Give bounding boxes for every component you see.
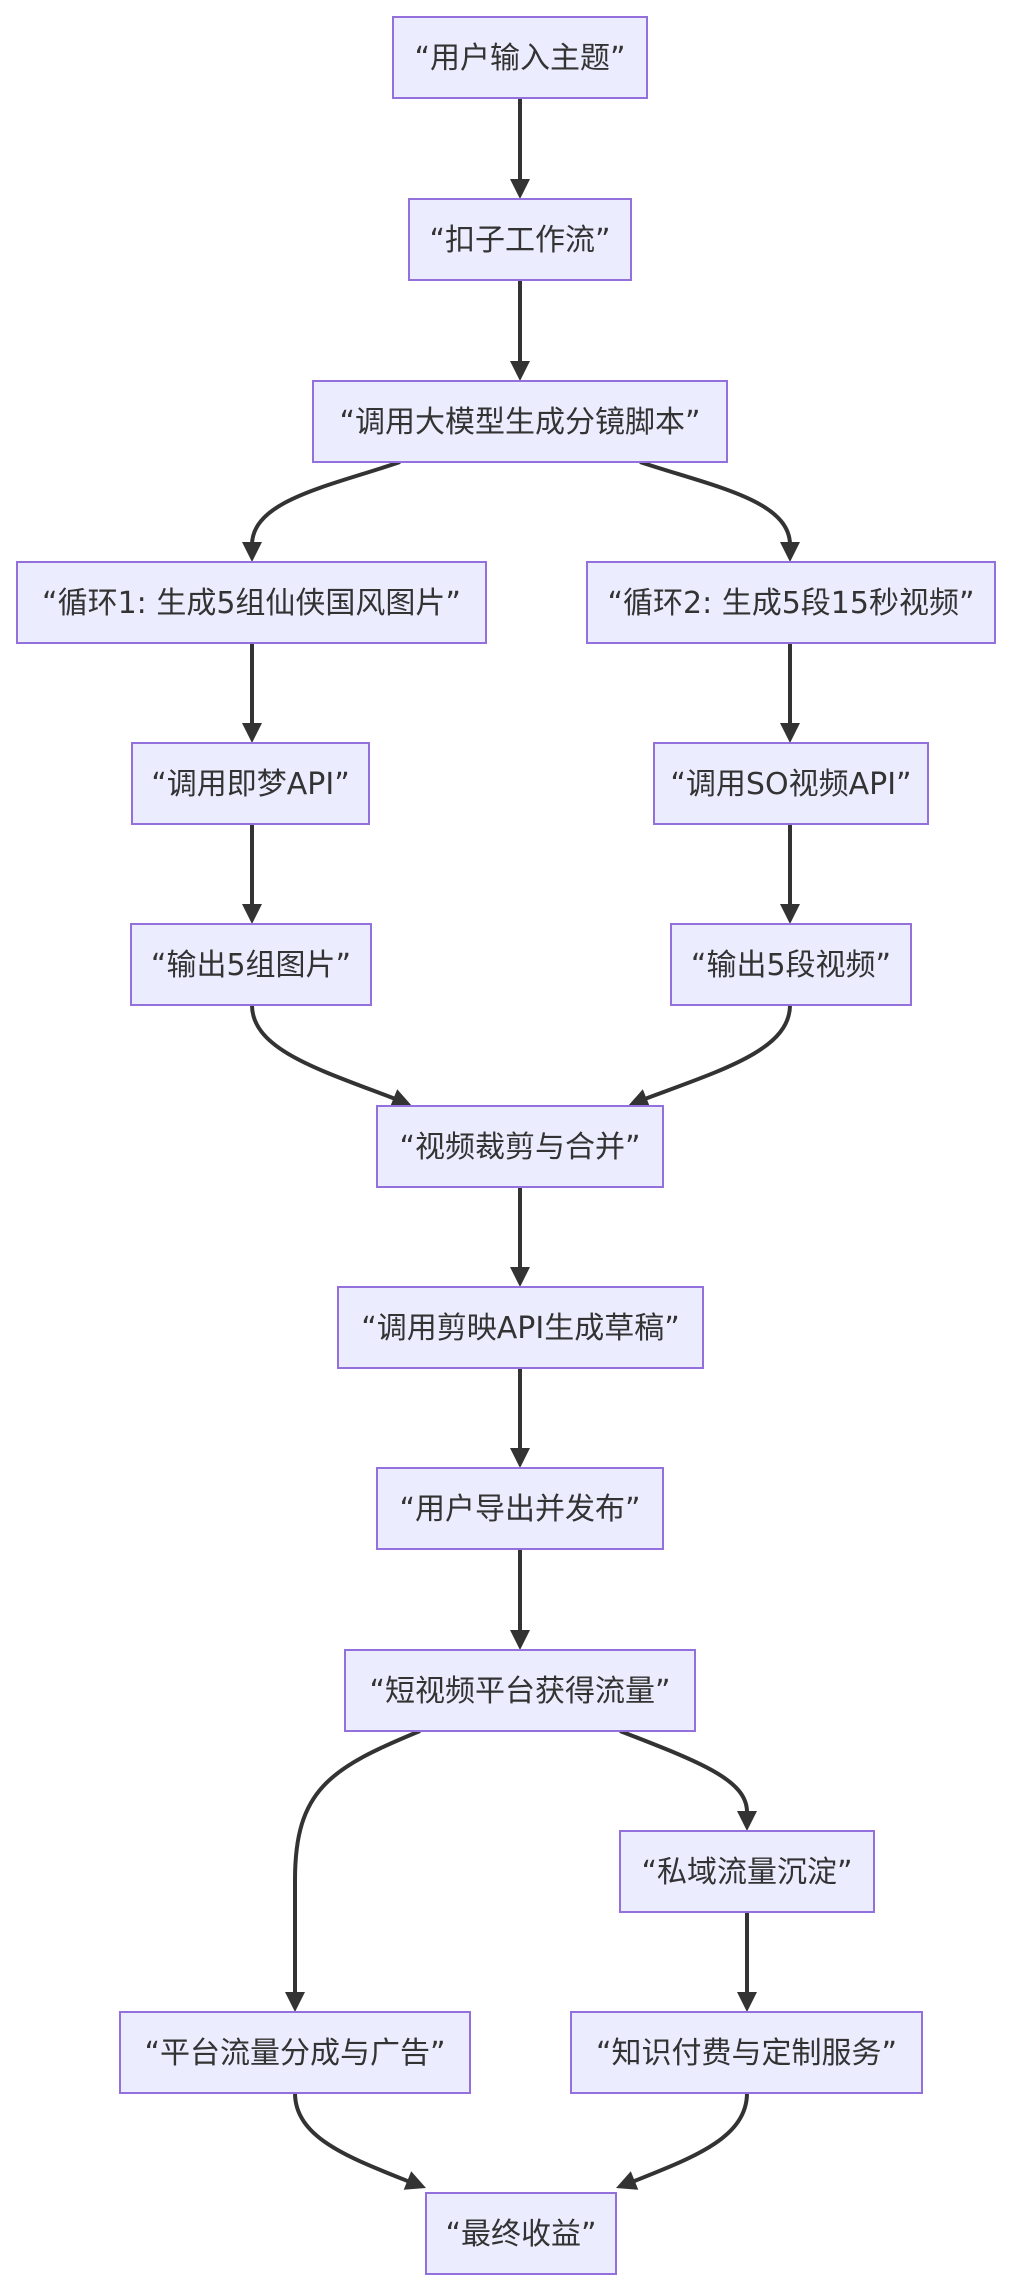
node-revenue-share-ads: “平台流量分成与广告” [119,2011,471,2094]
edge-user-export-publish-to-platform-traffic [510,1549,530,1650]
node-label: “平台流量分成与广告” [144,2036,445,2071]
arrowhead [242,904,262,924]
node-user-export-publish: “用户导出并发布” [376,1467,664,1550]
arrowhead [242,542,262,562]
node-label: “用户导出并发布” [399,1492,640,1527]
node-llm-storyboard: “调用大模型生成分镜脚本” [312,380,728,463]
node-label: “循环1: 生成5组仙侠国风图片” [42,586,461,621]
arrowhead [242,723,262,743]
node-label: “调用大模型生成分镜脚本” [339,405,700,440]
edge-jimeng-api-to-output-images [242,824,262,924]
arrowhead [510,1267,530,1287]
edge-llm-storyboard-to-loop1-images [242,460,401,562]
node-label: “调用即梦API” [151,767,350,802]
nodes-layer: “用户输入主题” “扣子工作流” “调用大模型生成分镜脚本” “循环1: 生成5组仙侠… [16,16,996,2275]
edge-paid-knowledge-to-final-revenue [616,2092,749,2190]
node-box [670,923,912,1006]
node-box [344,1649,696,1732]
edge-coze-workflow-to-llm-storyboard [510,280,530,381]
node-coze-workflow: “扣子工作流” [408,198,632,281]
node-box [376,1467,664,1550]
edge-so-video-api-to-output-videos [780,824,800,924]
node-jianying-draft: “调用剪映API生成草稿” [337,1286,704,1369]
node-loop1-images: “循环1: 生成5组仙侠国风图片” [16,561,487,644]
edge-line [639,460,792,546]
arrowhead [737,1811,757,1831]
node-label: “短视频平台获得流量” [369,1674,670,1709]
node-paid-knowledge: “知识付费与定制服务” [570,2011,923,2094]
arrowhead [780,723,800,743]
edge-video-cut-merge-to-jianying-draft [510,1187,530,1287]
arrowhead [737,1992,757,2012]
node-box [653,742,929,825]
edge-loop1-images-to-jimeng-api [242,643,262,743]
arrowhead [510,361,530,381]
node-box [392,16,648,99]
arrowhead [628,1089,651,1108]
node-label: “视频裁剪与合并” [399,1130,640,1165]
edge-line [619,1729,749,1813]
edge-user-input-topic-to-coze-workflow [510,98,530,199]
node-box [131,742,370,825]
edge-revenue-share-ads-to-final-revenue [293,2092,426,2190]
node-box [130,923,372,1006]
node-private-traffic: “私域流量沉淀” [619,1830,875,1913]
node-box [376,1105,664,1188]
node-label: “输出5段视频” [691,948,891,983]
edge-jianying-draft-to-user-export-publish [510,1368,530,1468]
edge-line [250,1004,399,1102]
node-label: “循环2: 生成5段15秒视频” [607,586,974,621]
node-box [570,2011,923,2094]
node-video-cut-merge: “视频裁剪与合并” [376,1105,664,1188]
node-box [425,2192,617,2275]
edge-private-traffic-to-paid-knowledge [737,1912,757,2012]
arrowhead [780,542,800,562]
arrowhead [389,1089,412,1108]
node-final-revenue: “最终收益” [425,2192,617,2275]
node-user-input-topic: “用户输入主题” [392,16,648,99]
node-box [586,561,996,644]
edge-line [250,460,401,546]
node-box [312,380,728,463]
edge-platform-traffic-to-revenue-share-ads [285,1729,421,2012]
edge-line [293,1729,421,1994]
edges-layer [242,98,800,2190]
node-box [337,1286,704,1369]
node-loop2-videos: “循环2: 生成5段15秒视频” [586,561,996,644]
arrowhead [510,1448,530,1468]
node-label: “最终收益” [445,2217,596,2252]
edge-line [293,2092,411,2184]
node-platform-traffic: “短视频平台获得流量” [344,1649,696,1732]
arrowhead [510,1630,530,1650]
edge-loop2-videos-to-so-video-api [780,643,800,743]
node-box [408,198,632,281]
node-label: “知识付费与定制服务” [596,2036,897,2071]
arrowhead [616,2171,639,2190]
edge-output-videos-to-video-cut-merge [628,1004,792,1108]
arrowhead [780,904,800,924]
node-label: “输出5组图片” [151,948,351,983]
edge-platform-traffic-to-private-traffic [619,1729,757,1831]
node-box [16,561,487,644]
node-label: “调用SO视频API” [670,767,911,802]
node-box [619,1830,875,1913]
node-label: “扣子工作流” [429,223,610,258]
node-label: “调用剪映API生成草稿” [361,1311,680,1346]
arrowhead [510,179,530,199]
node-jimeng-api: “调用即梦API” [131,742,370,825]
node-label: “用户输入主题” [414,41,625,76]
node-box [119,2011,471,2094]
edge-output-images-to-video-cut-merge [250,1004,412,1108]
edge-line [641,1004,792,1102]
node-label: “私域流量沉淀” [641,1855,852,1890]
edge-line [631,2092,749,2184]
edge-llm-storyboard-to-loop2-videos [639,460,800,562]
node-so-video-api: “调用SO视频API” [653,742,929,825]
node-output-videos: “输出5段视频” [670,923,912,1006]
arrowhead [403,2171,426,2190]
node-output-images: “输出5组图片” [130,923,372,1006]
arrowhead [285,1992,305,2012]
